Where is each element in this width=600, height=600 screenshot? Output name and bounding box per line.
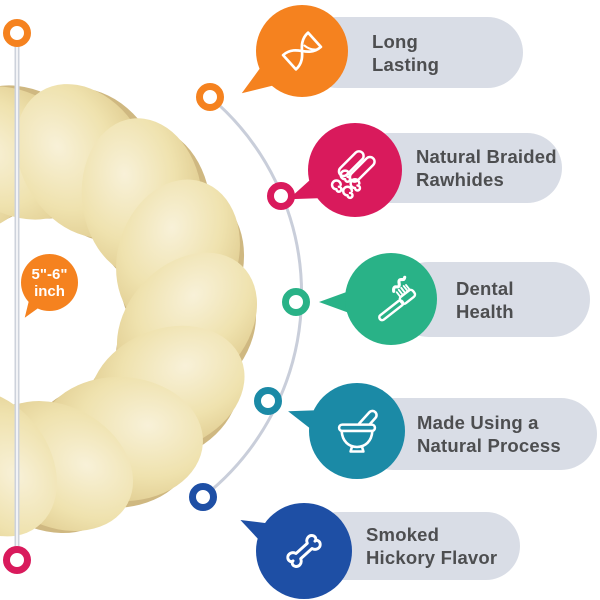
arc-ring-natural-braided: [267, 182, 295, 210]
measure-ring-bottom: [3, 546, 31, 574]
arc-ring-long-lasting: [196, 83, 224, 111]
measure-ring-top: [3, 19, 31, 47]
donut-braid-segments: [0, 84, 258, 537]
arc-ring-dental-health: [282, 288, 310, 316]
arc-ring-natural-process: [254, 387, 282, 415]
arc-ring-smoked-flavor: [189, 483, 217, 511]
